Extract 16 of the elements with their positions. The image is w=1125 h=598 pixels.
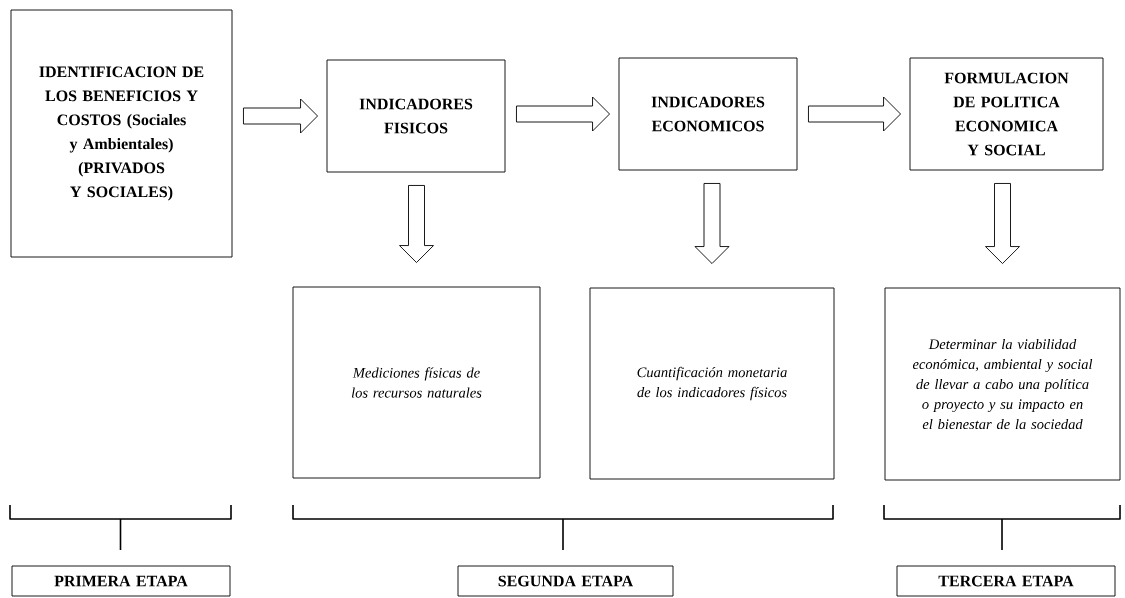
description-box: Determinar la viabilidad económica, ambiental y social de llevar a cabo una política o proyecto y su impacto en el bienestar de la sociedad bbox=[884, 287, 1121, 481]
block-arrow bbox=[694, 183, 730, 264]
description-box: Cuantificación monetaria de los indicadores físicos bbox=[589, 287, 835, 480]
block-arrow bbox=[808, 96, 901, 132]
process-box: IDENTIFICACION DE LOS BENEFICIOS Y COSTOS (Sociales y Ambientales) (PRIVADOS Y SOCIALES) bbox=[10, 9, 233, 258]
description-box: Mediciones físicas de los recursos naturales bbox=[292, 286, 541, 479]
process-box: INDICADORES ECONOMICOS bbox=[618, 57, 798, 171]
process-box: INDICADORES FISICOS bbox=[326, 59, 506, 173]
process-box: FORMULACION DE POLITICA ECONOMICA Y SOCIAL bbox=[909, 57, 1104, 171]
stage-label: TERCERA ETAPA bbox=[896, 565, 1116, 597]
stage-label: PRIMERA ETAPA bbox=[11, 565, 231, 597]
block-arrow bbox=[985, 183, 1020, 264]
stage-label: SEGUNDA ETAPA bbox=[457, 565, 674, 597]
block-arrow bbox=[516, 96, 610, 132]
block-arrow bbox=[399, 185, 434, 263]
block-arrow bbox=[243, 98, 318, 134]
